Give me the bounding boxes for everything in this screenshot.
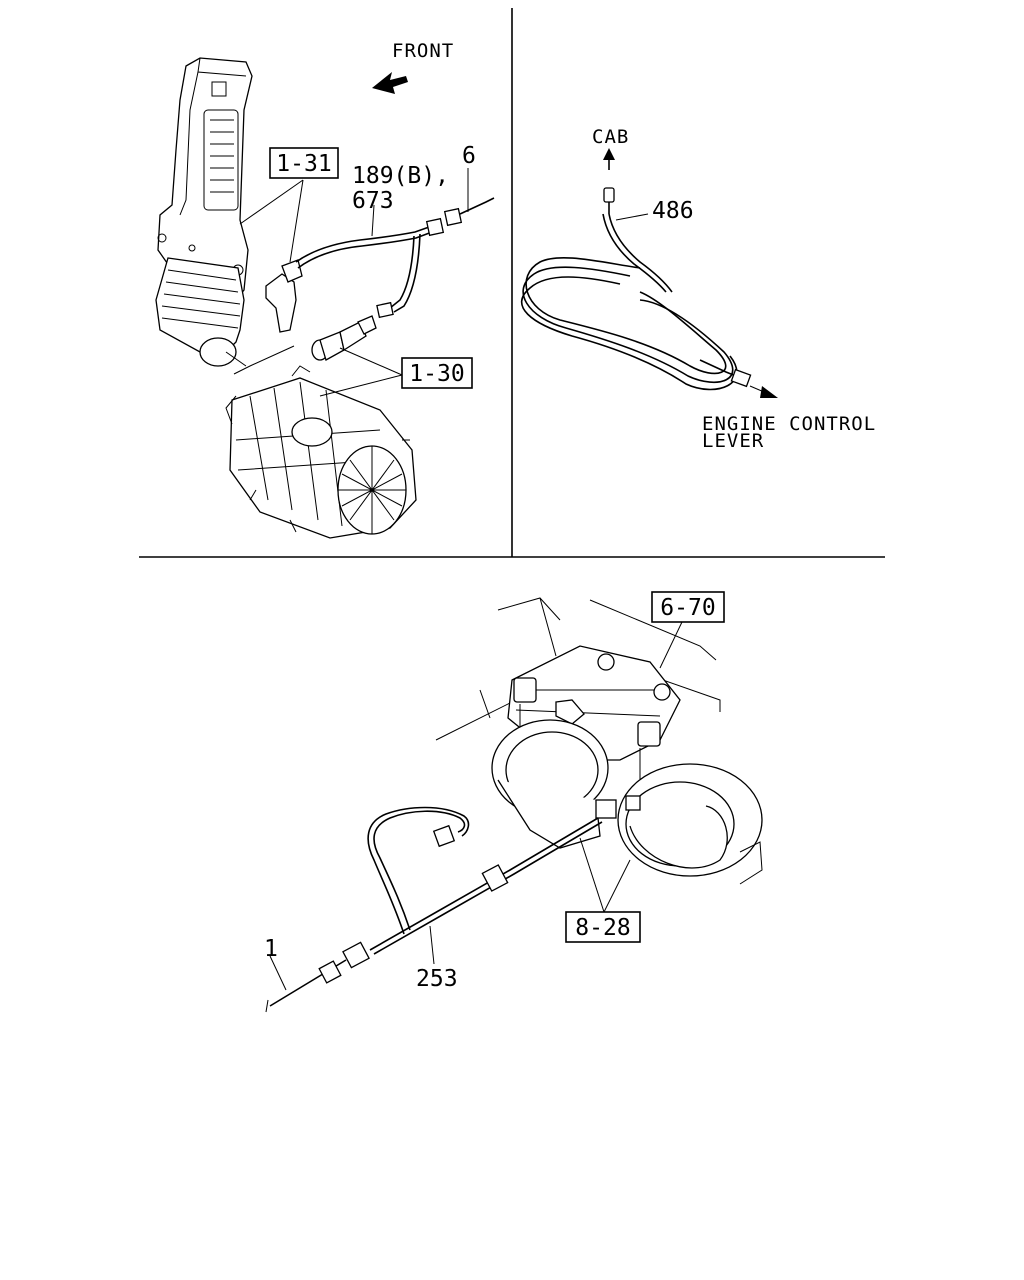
harness-189 (295, 197, 495, 319)
exhaust-brake-housing (491, 645, 763, 885)
ref-label-1-31: 1-31 (276, 151, 331, 177)
harness-connector-a (595, 799, 617, 819)
bottom-panel: 6-70 8-28 1 253 (264, 591, 763, 1013)
ref-box-8-28[interactable] (565, 911, 641, 943)
harness-connector-b (625, 795, 641, 811)
part-label-486: 486 (652, 198, 694, 224)
cable-end-fitting (603, 187, 615, 203)
part-label-6: 6 (462, 143, 476, 169)
front-label: FRONT (392, 40, 454, 62)
part-label-253: 253 (416, 966, 458, 992)
top-left-panel: FRONT (155, 40, 495, 539)
front-arrow-icon (372, 72, 408, 94)
ref-label-1-30: 1-30 (409, 361, 464, 387)
ref-label-8-28: 8-28 (575, 915, 630, 941)
part-label-673: 673 (352, 188, 394, 214)
cab-arrow-icon (603, 148, 615, 170)
destination-label-line1: ENGINE CONTROL (702, 413, 876, 435)
ref-box-1-30[interactable] (401, 357, 473, 389)
part-label-1: 1 (264, 936, 278, 962)
ref-box-1-31[interactable] (269, 147, 339, 179)
vacuum-switch (311, 315, 377, 361)
part-label-189: 189(B), (352, 163, 449, 189)
harness-1 (265, 959, 347, 1013)
ref-label-6-70: 6-70 (660, 595, 715, 621)
top-right-panel: CAB 486 ENGINE CONTROL LEVER (520, 126, 876, 452)
air-cleaner-body (225, 365, 417, 539)
ref-box-6-70[interactable] (651, 591, 725, 623)
cab-label: CAB (592, 126, 629, 148)
leader-486 (615, 213, 649, 221)
callout-leaders-top-left (225, 168, 469, 397)
callout-leaders-bottom (269, 621, 683, 991)
destination-label-line2: LEVER (702, 430, 764, 452)
harness-253 (342, 806, 603, 969)
panel-dividers (139, 8, 885, 558)
intake-duct (155, 57, 253, 367)
sensor-connector (265, 259, 303, 333)
control-cable-486 (520, 213, 778, 398)
